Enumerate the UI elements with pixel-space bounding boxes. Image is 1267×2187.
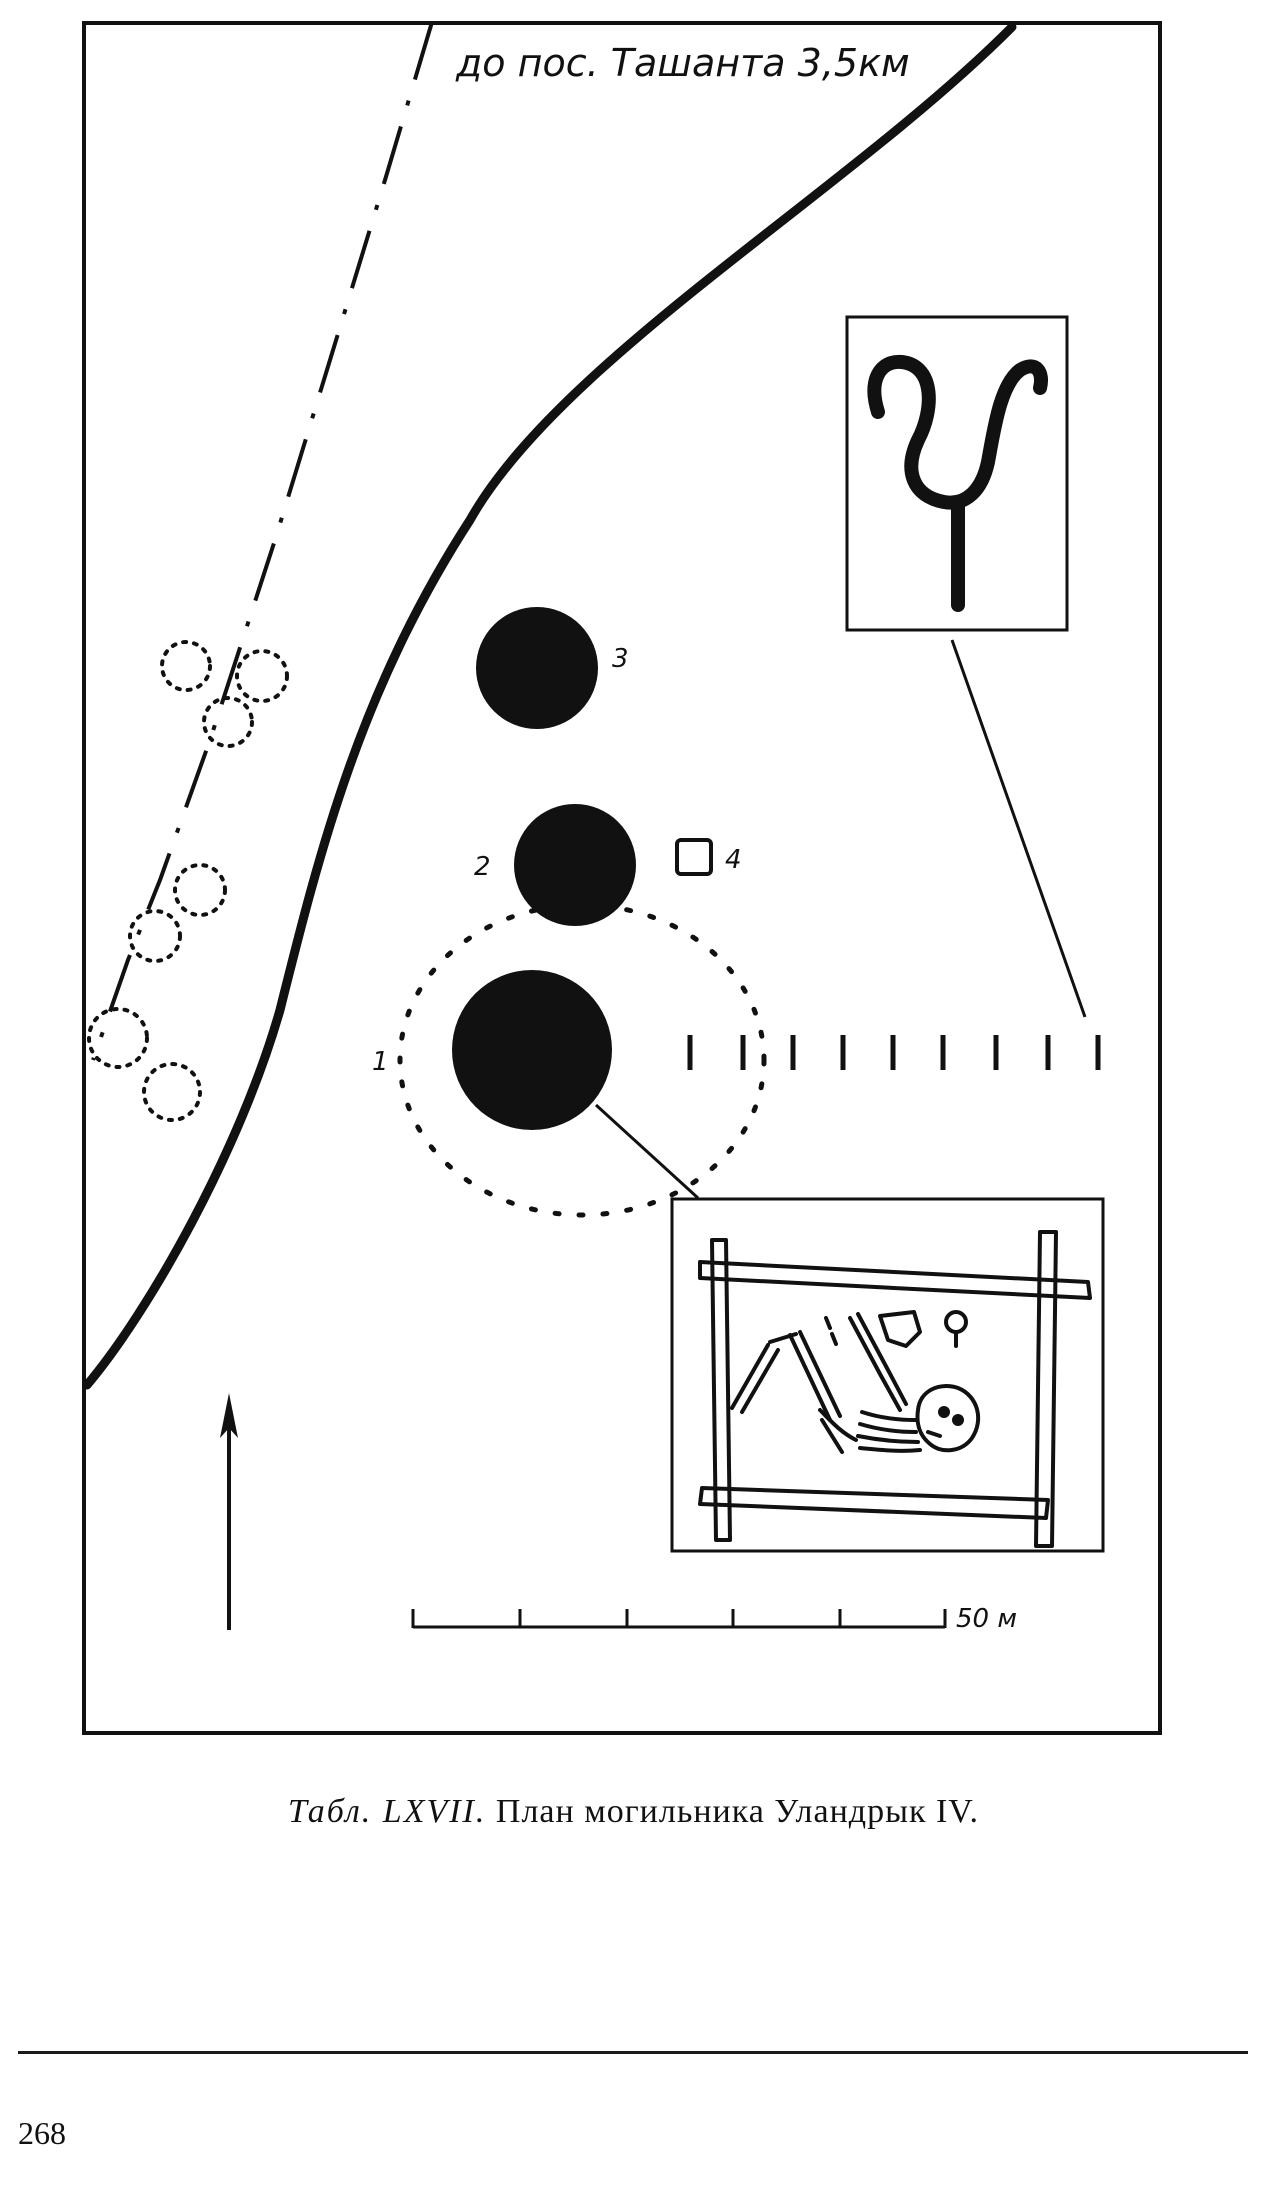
dotted-mound: [87, 1007, 149, 1069]
scale-label: 50 м: [956, 1604, 1017, 1634]
figure-caption: Табл. LXVII. План могильника Уландрык IV…: [0, 1793, 1267, 1831]
dotted-mound: [128, 909, 182, 963]
tamga-sign-icon: [867, 354, 1048, 612]
mound-label-4: 4: [725, 845, 742, 875]
boundary-line: [91, 21, 434, 1061]
feature-4-square: [675, 838, 713, 876]
dotted-mound: [235, 649, 289, 703]
stone-row: [687, 1035, 1101, 1070]
mound-label-2: 2: [474, 852, 491, 882]
tamga-leader-line: [950, 639, 1087, 1018]
dotted-mound-group: [87, 640, 289, 1122]
burial-inset-frame: [670, 1197, 1105, 1553]
map-frame: [82, 21, 1162, 1735]
dotted-mound: [160, 640, 212, 692]
mound-1: [452, 970, 612, 1130]
mound-3: [476, 607, 598, 729]
caption-prefix: Табл. LXVII.: [288, 1793, 487, 1830]
dotted-mound: [142, 1062, 202, 1122]
mound-label-3: 3: [612, 644, 629, 674]
burial-ground-plan: до пос. Ташанта 3,5км 3 2 4 1: [82, 21, 1162, 1735]
road-line: [82, 22, 1017, 1390]
page-divider: [18, 2051, 1248, 2054]
burial-leader-line: [594, 1103, 700, 1200]
caption-text: План могильника Уландрык IV.: [495, 1793, 979, 1830]
north-arrow-icon: [220, 1393, 238, 1630]
mound-label-1: 1: [372, 1047, 389, 1077]
dotted-mound: [202, 696, 254, 748]
dotted-mound: [173, 863, 227, 917]
road-label: до пос. Ташанта 3,5км: [455, 41, 910, 85]
scale-bar: [411, 1609, 947, 1629]
burial-drawing: [698, 1230, 1092, 1548]
page-number: 268: [18, 2115, 66, 2151]
mound-2: [514, 804, 636, 926]
